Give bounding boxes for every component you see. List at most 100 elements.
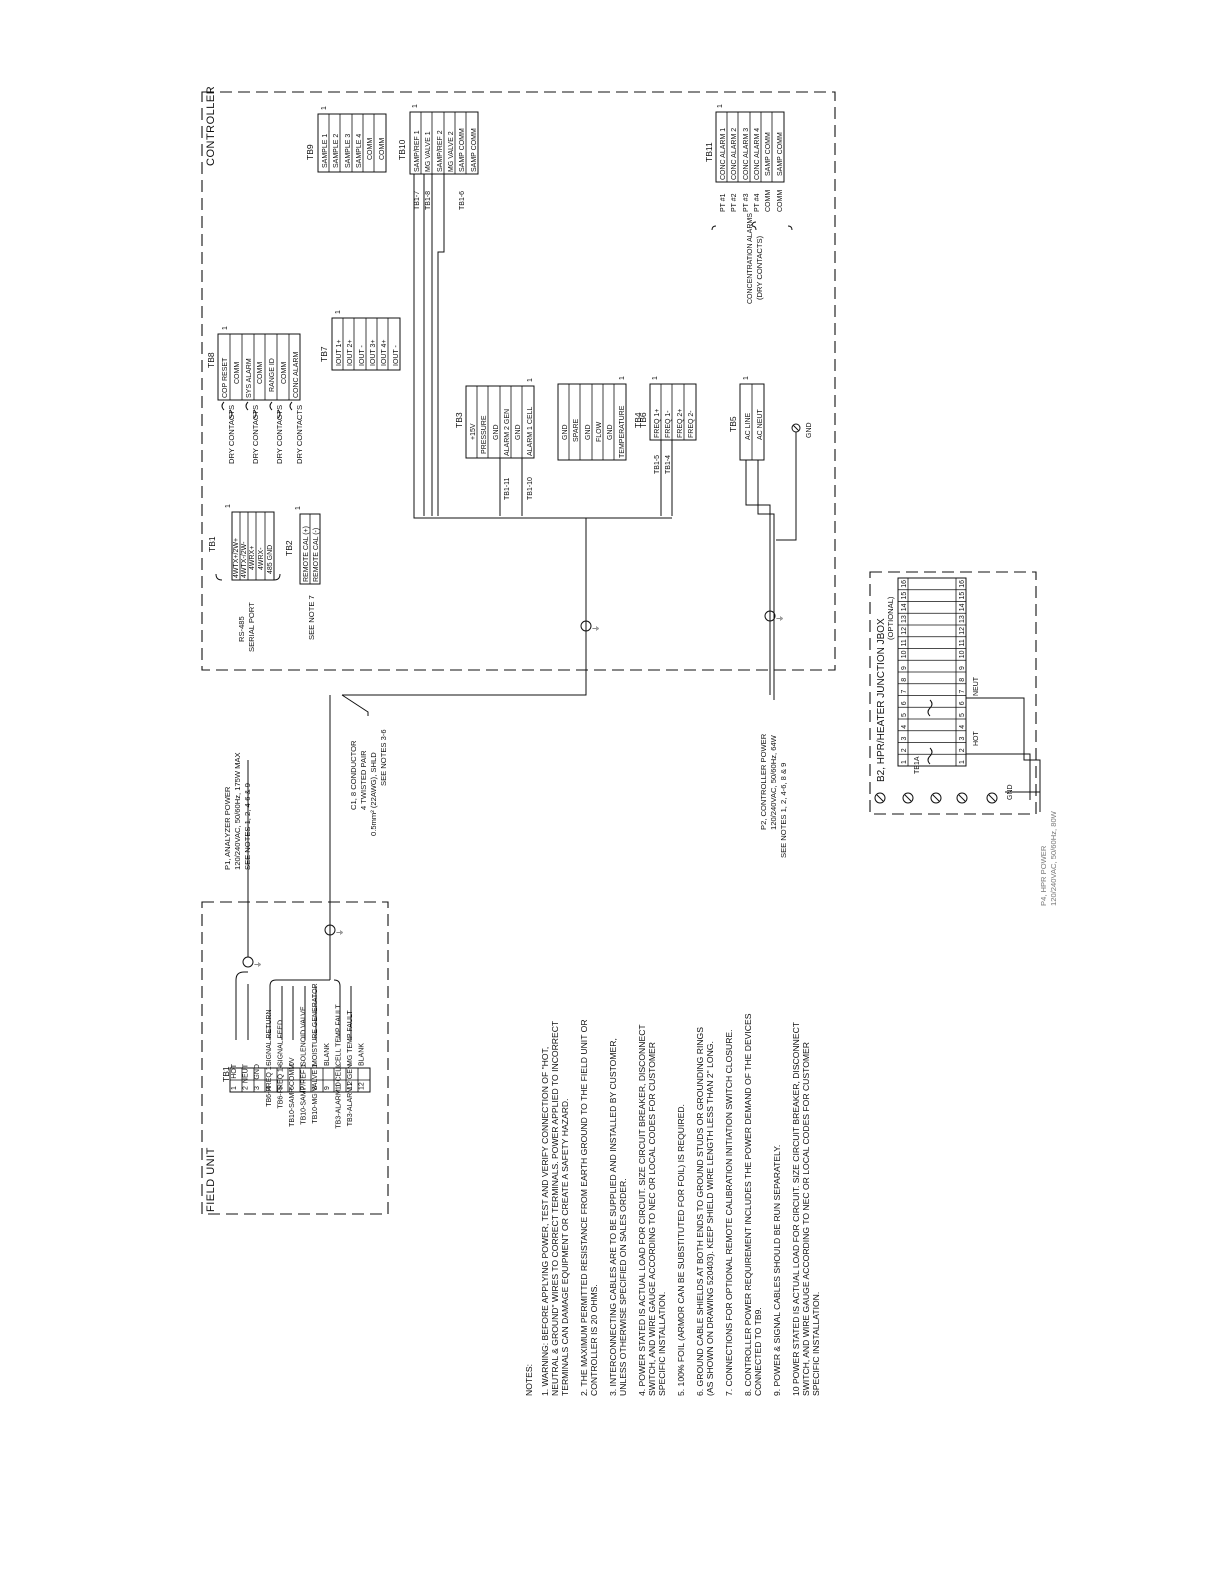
terminal-number: 10 xyxy=(959,650,966,658)
pin-one-label: 1 xyxy=(527,378,534,382)
note-line: 5. 100% FOIL (ARMOR CAN BE SUBSTITUTED F… xyxy=(676,1104,686,1396)
tb-row: SAMP COMM xyxy=(777,132,784,176)
terminal-number: 7 xyxy=(901,690,908,694)
terminal-number: 2 xyxy=(959,748,966,752)
svg-text:4 TWISTED PAIR: 4 TWISTED PAIR xyxy=(359,750,368,810)
tb-row: COMM xyxy=(257,362,264,384)
controller-tb8: TB8 COP RESET COMM SYS ALARM COMM RANGE … xyxy=(206,326,304,464)
field-unit-title: FIELD UNIT xyxy=(205,1147,217,1212)
tb-row: COMM xyxy=(234,362,241,384)
rs485-label: RS-485 xyxy=(237,616,246,642)
cable-shield-ground-icon xyxy=(580,620,592,632)
tb-title: TB1 xyxy=(221,1066,231,1082)
terminal-wire-label: TB3-ALARM 2 GEN xyxy=(347,1064,354,1126)
pin-one-label: 1 xyxy=(222,326,229,330)
tb-title: TB1 xyxy=(207,536,217,552)
tb-row: REMOTE CAL (-) xyxy=(313,528,320,582)
tb-row: AC NEUT xyxy=(757,409,764,440)
terminal-number: 12 xyxy=(959,627,966,635)
cable-p4-label: P4, HPR POWER 120/240VAC, 50/60Hz, 80W xyxy=(1039,810,1058,906)
terminal-wire-label: TB3-ALARM 1 CELL xyxy=(335,1064,342,1129)
terminal-wire-label: TB6-FREQ 1+ xyxy=(277,1064,284,1109)
tb-title: TB5 xyxy=(728,416,738,432)
terminal-number: 9 xyxy=(901,666,908,670)
notes-title: NOTES: xyxy=(524,1364,534,1396)
svg-text:P2, CONTROLLER POWER: P2, CONTROLLER POWER xyxy=(759,733,768,830)
controller-enclosure xyxy=(201,91,836,671)
note-line: SWITCH, AND WIRE GAUGE ACCORDING TO NEC … xyxy=(801,1042,811,1396)
svg-text:P4, HPR POWER: P4, HPR POWER xyxy=(1039,845,1048,906)
terminal-wire-label: TB10-SAMP COMM xyxy=(289,1064,296,1127)
jbox-gnd-label: GND xyxy=(1007,784,1014,800)
tb-row: AC LINE xyxy=(745,412,752,440)
wire-label: TB1-11 xyxy=(504,477,511,500)
rs485-sublabel: SERIAL PORT xyxy=(247,602,256,652)
tb-row: SPARE xyxy=(573,418,580,442)
cable-shield-ground-icon xyxy=(324,924,336,936)
tb-row: IOUT 3+ xyxy=(370,339,377,366)
terminal-function-label: SIGNAL FEED xyxy=(277,1020,284,1066)
wire-label: TB1-8 xyxy=(425,191,432,210)
dry-contacts-label: DRY CONTACTS xyxy=(295,405,304,464)
tb-row: SAMPLE 4 xyxy=(356,134,363,168)
pin-one-label: 1 xyxy=(652,376,659,380)
pt-label: PT #2 xyxy=(731,193,738,212)
pt-label: COMM xyxy=(765,190,772,212)
tb-row: SAMP COMM xyxy=(471,128,478,172)
terminal-number: 3 xyxy=(254,1086,261,1090)
tb-row: 485 GND xyxy=(267,545,274,574)
tb-row: PRESSURE xyxy=(481,415,488,454)
controller-tb10: TB10 SAMP/REF 1 MG VALVE 1 SAMP/REF 2 MG… xyxy=(397,104,479,210)
svg-text:P1, ANALYZER POWER: P1, ANALYZER POWER xyxy=(223,786,232,870)
tb-title: TB10 xyxy=(397,139,407,160)
cable-shield-ground-icon xyxy=(242,956,254,968)
tb-row: 4WRX- xyxy=(258,547,265,570)
pin-one-label: 1 xyxy=(743,376,750,380)
tb-row: +15V xyxy=(470,423,477,440)
dry-contacts-label: (DRY CONTACTS) xyxy=(755,235,764,300)
controller-tb5: TB5 AC LINE AC NEUT 1 GND xyxy=(728,376,813,461)
terminal-number: 13 xyxy=(959,615,966,623)
controller-tb9: TB9 SAMPLE 1 SAMPLE 2 SAMPLE 3 SAMPLE 4 … xyxy=(305,106,387,173)
note-line: 6. GROUND CABLE SHIELDS AT BOTH ENDS TO … xyxy=(695,1027,705,1396)
svg-text:120/240VAC, 50/60Hz, 175W MAX: 120/240VAC, 50/60Hz, 175W MAX xyxy=(233,752,242,870)
note-line: 2. THE MAXIMUM PERMITTED RESISTANCE FROM… xyxy=(579,1019,589,1396)
ground-stud-icon xyxy=(986,792,998,804)
tb-row: MG VALVE 2 xyxy=(448,131,455,172)
terminal-number: 8 xyxy=(901,678,908,682)
terminal-function-label: BLANK xyxy=(324,1043,331,1066)
tb-row: SAMP COMM xyxy=(459,128,466,172)
tb-title: TB11 xyxy=(704,142,714,162)
dry-contacts-label: DRY CONTACTS xyxy=(227,405,236,464)
terminal-number: 6 xyxy=(901,701,908,705)
svg-text:⏚: ⏚ xyxy=(336,929,344,936)
tb-row: SAMPLE 1 xyxy=(322,134,329,168)
tb2-note: SEE NOTE 7 xyxy=(307,595,316,640)
svg-text:SEE NOTES 1, 2, 4-6 & 9: SEE NOTES 1, 2, 4-6 & 9 xyxy=(243,783,252,870)
dry-contacts-label: DRY CONTACTS xyxy=(275,405,284,464)
jbox-hot-label: HOT xyxy=(973,731,980,747)
tb-row: FREQ 2- xyxy=(688,410,695,438)
tb-row: GND xyxy=(493,424,500,440)
controller-tb4: TB4 GND SPARE GND FLOW GND TEMPERATURE 1 xyxy=(557,376,643,461)
tb-row: SAMP/REF 2 xyxy=(437,130,444,172)
tb-row: SAMP COMM xyxy=(765,132,772,176)
note-line: 8. CONTROLLER POWER REQUIREMENT INCLUDES… xyxy=(743,1013,753,1396)
note-line: 3. INTERCONNECTING CABLES ARE TO BE SUPP… xyxy=(608,1038,618,1396)
tb-row: COMM xyxy=(379,138,386,160)
svg-text:⏚: ⏚ xyxy=(592,625,600,632)
tb-row: SAMP/REF 1 xyxy=(414,130,421,172)
tb-row: SAMPLE 3 xyxy=(345,134,352,168)
tb-row: CONC ALARM 2 xyxy=(731,128,738,180)
terminal-number: 1 xyxy=(959,760,966,764)
tb-row: COP RESET xyxy=(222,357,229,398)
note-line: SWITCH, AND WIRE GAUGE ACCORDING TO NEC … xyxy=(647,1042,657,1396)
terminal-wire-label: TB10-MG VALVE 1 xyxy=(312,1064,319,1124)
tb-row: RANGE ID xyxy=(269,358,276,392)
tb-row: REMOTE CAL (+) xyxy=(303,526,310,582)
tb-row: IOUT 1+ xyxy=(336,339,343,366)
tb-row: FREQ 1- xyxy=(665,410,672,438)
terminal-function-label: CELL TEMP FAULT xyxy=(335,1004,342,1066)
terminal-number: 10 xyxy=(901,650,908,658)
